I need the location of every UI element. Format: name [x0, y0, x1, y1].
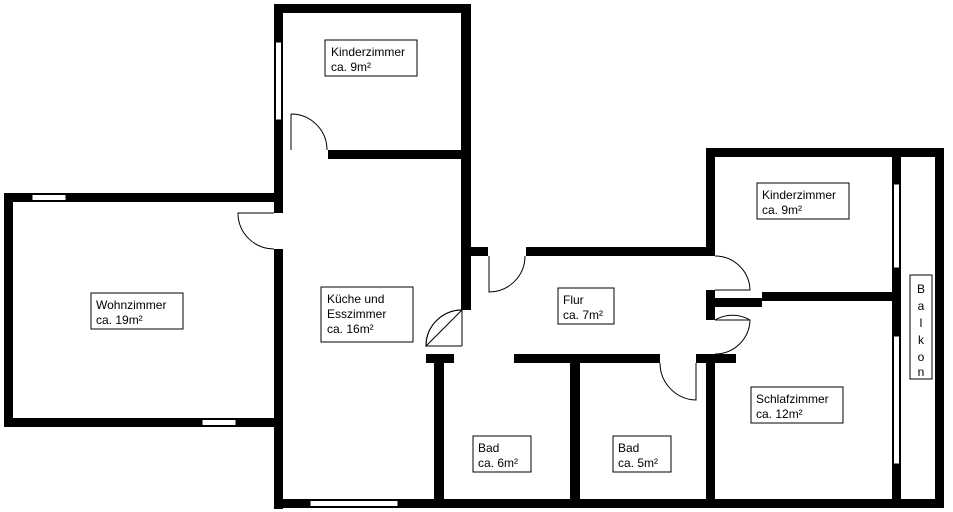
wall	[328, 150, 471, 159]
wall	[762, 292, 899, 301]
room-label-schlafzimmer: Schlafzimmer ca. 12m²	[750, 386, 844, 424]
wall	[706, 148, 944, 157]
room-area: ca. 9m²	[331, 60, 371, 74]
window	[309, 500, 399, 507]
balkon-letter: l	[920, 316, 923, 330]
room-label-kinderzimmer-right: Kinderzimmer ca. 9m²	[756, 182, 850, 220]
balkon-letter: a	[918, 299, 925, 313]
wall	[706, 354, 715, 504]
room-name: Kinderzimmer	[331, 45, 405, 59]
room-label-flur: Flur ca. 7m²	[557, 287, 615, 325]
room-name-2: Esszimmer	[327, 307, 386, 321]
wall	[274, 158, 283, 213]
wall	[4, 193, 283, 202]
room-area: ca. 7m²	[563, 308, 603, 322]
wall	[461, 158, 471, 310]
room-area: ca. 19m²	[96, 313, 143, 327]
wall	[714, 298, 762, 307]
wall	[434, 354, 444, 504]
wall	[514, 354, 660, 363]
room-name: Bad	[478, 441, 499, 455]
wall	[570, 363, 580, 503]
room-area: ca. 5m²	[618, 456, 658, 470]
room-name: Schlafzimmer	[756, 392, 829, 406]
door-swing	[714, 314, 751, 355]
door-swing	[659, 362, 697, 401]
wall	[4, 193, 13, 427]
windows	[31, 41, 900, 507]
balkon-letter: n	[918, 365, 925, 379]
window	[275, 41, 282, 121]
wall	[274, 499, 944, 508]
wall	[706, 148, 715, 256]
wall	[461, 4, 471, 160]
room-label-bad-6: Bad ca. 6m²	[472, 435, 532, 473]
room-name: Flur	[563, 293, 584, 307]
door-swing	[714, 255, 751, 291]
room-label-kueche: Küche und Esszimmer ca. 16m²	[320, 286, 414, 343]
room-area: ca. 6m²	[478, 456, 518, 470]
window	[201, 419, 237, 426]
wall	[706, 290, 715, 320]
doors	[237, 113, 751, 401]
wall	[526, 247, 715, 256]
balkon-letter: o	[918, 350, 925, 364]
balkon-letter: B	[917, 282, 925, 296]
room-area: ca. 12m²	[756, 407, 803, 421]
door-swing	[290, 113, 328, 151]
wall	[4, 418, 283, 427]
room-name: Wohnzimmer	[96, 298, 166, 312]
room-label-wohnzimmer: Wohnzimmer ca. 19m²	[90, 292, 184, 330]
door-swing	[425, 309, 463, 347]
room-name: Bad	[618, 441, 639, 455]
walls	[4, 4, 944, 509]
balkon-letter: k	[918, 333, 925, 347]
room-label-balkon: B a l k o n	[909, 274, 933, 380]
room-name: Küche und	[327, 292, 384, 306]
window	[893, 183, 900, 269]
wall	[935, 148, 944, 508]
room-labels: Kinderzimmer ca. 9m² Kinderzimmer ca. 9m…	[90, 39, 933, 473]
door-swing	[488, 255, 526, 293]
room-area: ca. 9m²	[762, 203, 802, 217]
window	[893, 335, 900, 465]
wall	[274, 4, 471, 13]
door-swing	[237, 212, 275, 250]
door-swing	[425, 309, 464, 348]
room-name: Kinderzimmer	[762, 188, 836, 202]
wall	[274, 249, 283, 509]
room-label-bad-5: Bad ca. 5m²	[612, 435, 672, 473]
wall	[471, 247, 488, 256]
room-area: ca. 16m²	[327, 322, 374, 336]
window	[31, 194, 67, 201]
wall	[892, 148, 901, 508]
wall	[696, 354, 736, 363]
room-label-kinderzimmer-top: Kinderzimmer ca. 9m²	[324, 39, 418, 77]
